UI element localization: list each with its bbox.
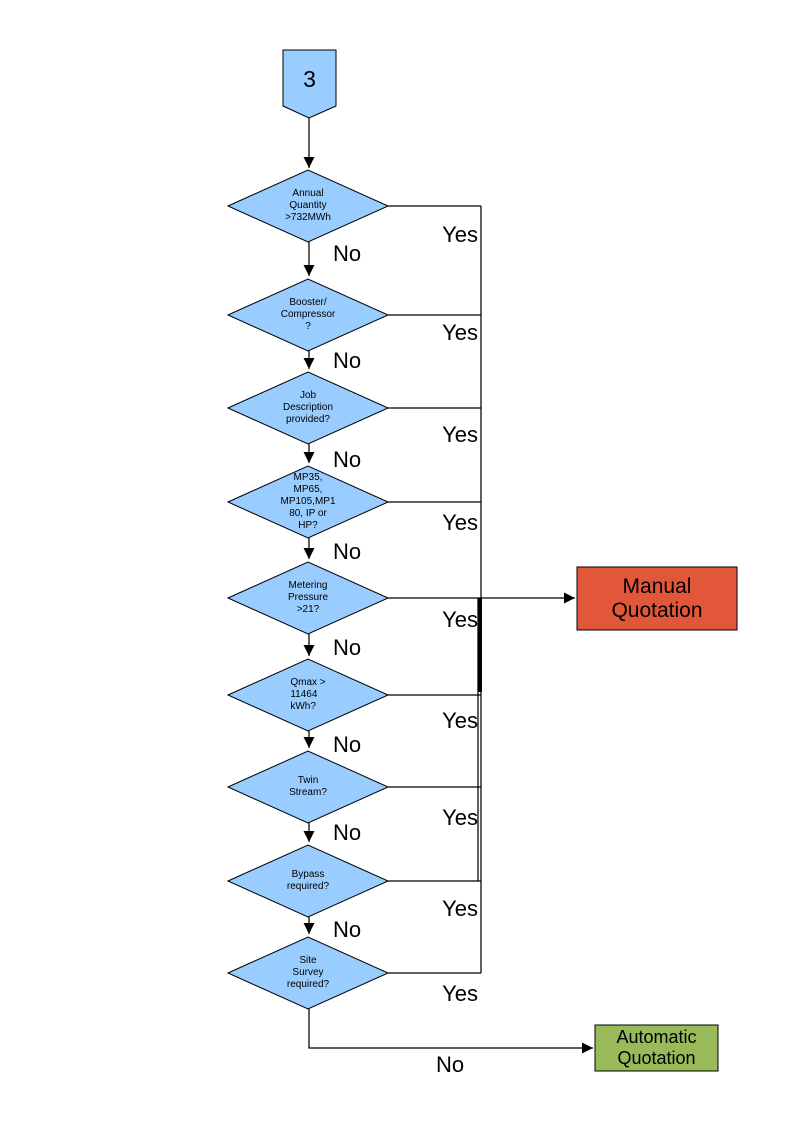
no-label-6: No xyxy=(333,732,362,757)
decision-node-pressure-tier: MP35, MP65, MP105,MP1 80, IP or HP? xyxy=(233,466,383,538)
yes-label-6: Yes xyxy=(442,708,478,733)
no-label-8: No xyxy=(333,917,362,942)
decision-label-1: Annual Quantity >732MWh xyxy=(285,188,331,223)
decision-shape-6 xyxy=(226,658,390,732)
decision-node-metering-pressure: Metering Pressure >21? xyxy=(233,562,383,634)
yes-label-1: Yes xyxy=(442,222,478,247)
yes-label-4: Yes xyxy=(442,510,478,535)
decision-node-twin-stream: Twin Stream? xyxy=(233,751,383,823)
yes-label-7: Yes xyxy=(442,805,478,830)
no-label-7: No xyxy=(333,820,362,845)
decision-node-bypass: Bypass required? xyxy=(233,845,383,917)
automatic-quotation-box xyxy=(594,1024,719,1072)
decision-label-3: Job Description provided? xyxy=(282,390,334,425)
offpage-connector-3-label: 3 xyxy=(303,65,316,92)
decision-node-job-description: Job Description provided? xyxy=(233,372,383,444)
yes-label-5: Yes xyxy=(442,607,478,632)
yes-label-3: Yes xyxy=(442,422,478,447)
decision-shape-1 xyxy=(226,169,390,243)
edge-to-automatic xyxy=(308,1009,593,1054)
yes-label-2: Yes xyxy=(442,320,478,345)
decision-node-qmax: Qmax > 11464 kWh? xyxy=(233,659,383,731)
no-label-9: No xyxy=(436,1052,465,1077)
decision-node-annual-quantity: Annual Quantity >732MWh xyxy=(233,170,383,242)
offpage-connector-3-shape xyxy=(282,49,337,119)
yes-label-8: Yes xyxy=(442,896,478,921)
decision-label-7: Twin Stream? xyxy=(289,775,327,798)
decision-node-booster-compressor: Booster/ Compressor ? xyxy=(233,279,383,351)
decision-label-9: Site Survey required? xyxy=(286,955,330,990)
no-label-5: No xyxy=(333,635,362,660)
no-label-1: No xyxy=(333,241,362,266)
automatic-quotation-label: Automatic Quotation xyxy=(616,1027,697,1068)
decision-shape-8 xyxy=(226,844,390,918)
decision-label-2: Booster/ Compressor ? xyxy=(280,297,336,332)
shapes xyxy=(226,49,738,1072)
manual-quotation-box xyxy=(576,566,738,631)
edges xyxy=(303,118,593,1054)
decision-label-5: Metering Pressure >21? xyxy=(287,580,328,615)
decision-shape-4 xyxy=(226,465,390,539)
no-label-3: No xyxy=(333,447,362,472)
decision-shape-7 xyxy=(226,750,390,824)
decision-shape-5 xyxy=(226,561,390,635)
decision-shape-9 xyxy=(226,936,390,1010)
decision-shape-2 xyxy=(226,278,390,352)
decision-label-8: Bypass required? xyxy=(286,869,330,892)
manual-quotation-label: Manual Quotation xyxy=(611,574,703,622)
decision-node-site-survey: Site Survey required? xyxy=(233,937,383,1009)
yes-label-9: Yes xyxy=(442,981,478,1006)
no-label-4: No xyxy=(333,539,362,564)
decision-label-6: Qmax > 11464 kWh? xyxy=(290,677,326,712)
decision-label-4: MP35, MP65, MP105,MP1 80, IP or HP? xyxy=(280,472,336,531)
decision-shape-3 xyxy=(226,371,390,445)
no-label-2: No xyxy=(333,348,362,373)
